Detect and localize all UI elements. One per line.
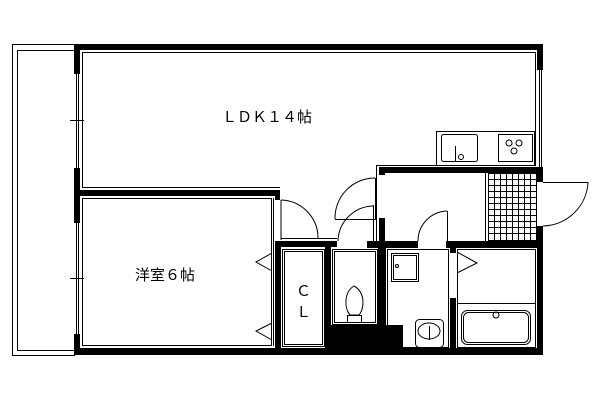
interior-walls xyxy=(80,167,543,355)
room-label-western: 洋室６帖 xyxy=(135,266,195,284)
room-label-closet-l: Ｌ xyxy=(296,303,311,321)
washbasin-icon xyxy=(415,319,444,348)
door-ldk xyxy=(334,177,376,220)
bathroom-door-icon xyxy=(456,251,479,274)
toilet-icon xyxy=(345,285,364,323)
outer-walls xyxy=(74,44,543,355)
bathtub-icon xyxy=(461,310,531,345)
balcony xyxy=(12,44,75,356)
window-kitchen xyxy=(537,70,543,167)
closet-door-icon xyxy=(254,252,273,272)
closet-door-icon xyxy=(254,322,273,341)
room-bathroom xyxy=(456,249,536,348)
room-western: 洋室６帖 xyxy=(82,198,274,346)
window-ldk xyxy=(70,74,84,168)
sink-icon xyxy=(441,134,478,162)
door-washroom xyxy=(417,210,448,242)
room-label-closet-c: Ｃ xyxy=(296,282,311,300)
door-western-room xyxy=(280,199,337,240)
front-door xyxy=(537,181,589,227)
stove-icon xyxy=(498,134,533,162)
kitchen-counter xyxy=(436,131,535,166)
door-toilet xyxy=(337,205,374,242)
room-washroom xyxy=(387,249,449,348)
room-closet: Ｃ Ｌ xyxy=(282,249,325,347)
room-toilet xyxy=(332,249,378,325)
room-ldk: ＬＤＫ１４帖 xyxy=(82,52,536,243)
entrance-tiles xyxy=(485,173,537,241)
window-western-room xyxy=(70,223,84,334)
room-label-ldk: ＬＤＫ１４帖 xyxy=(222,108,312,126)
washing-machine-pan-icon xyxy=(391,253,419,282)
